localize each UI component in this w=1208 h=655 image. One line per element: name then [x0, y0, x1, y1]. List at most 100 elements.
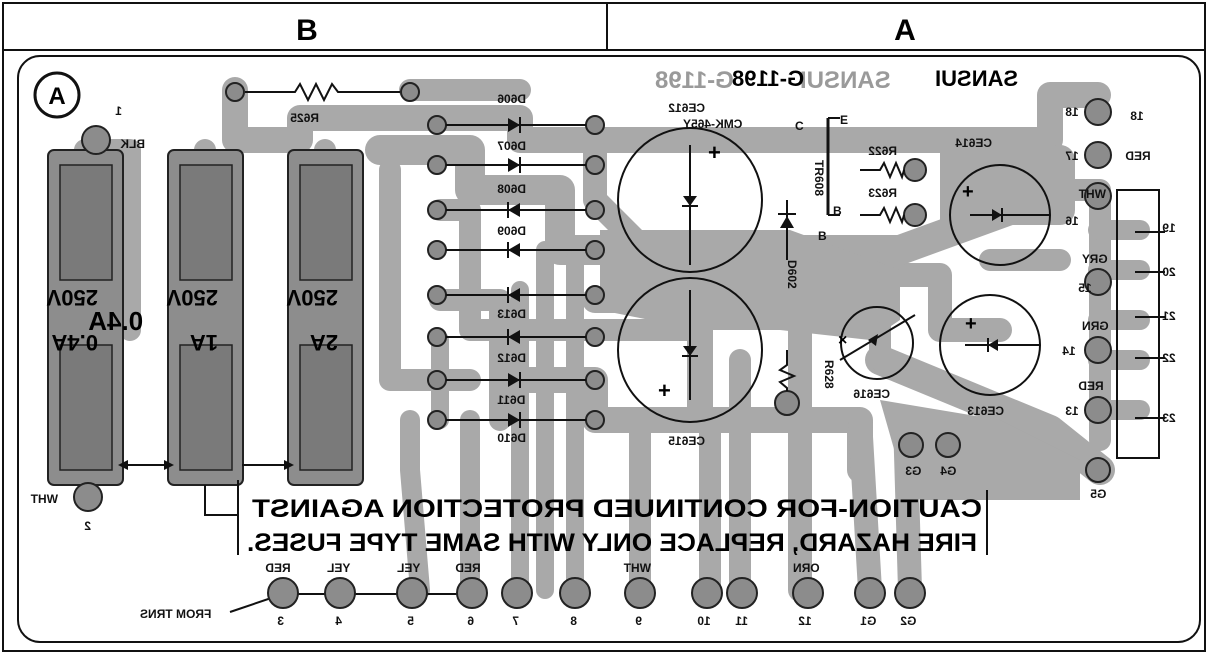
r622-label: R622 — [868, 144, 897, 158]
capacitor-ce613: + CE613 — [939, 294, 1041, 418]
resistor-r628: R628 — [774, 350, 836, 416]
board-outline — [17, 55, 1201, 643]
caution-box: CAUTION-FOR CONTINUED PROTECTION AGAINST… — [237, 490, 988, 557]
bottom-pad-10: 10 — [697, 614, 711, 628]
diode-d613: D613 — [497, 307, 526, 321]
pad-18: 18 — [1065, 105, 1079, 119]
bottom-pad-3-color: RED — [265, 561, 291, 575]
capacitor-ce612: + CE612 — [617, 101, 763, 273]
pad-2-num: 2 — [84, 519, 91, 533]
section-label-a: A — [894, 14, 916, 47]
pad-g4 — [935, 432, 961, 458]
svg-text:+: + — [708, 140, 721, 165]
connector-pin-21: 21 — [1162, 309, 1176, 323]
pad-13: 13 — [1065, 404, 1079, 418]
pad-15-color: GRY — [1082, 252, 1108, 266]
diode-d608: D608 — [497, 182, 526, 196]
pad-1-color: BLK — [120, 137, 145, 151]
r625-label: R625 — [290, 111, 319, 125]
fuse-0-label: 0.4A — [88, 306, 143, 336]
r623-label: R623 — [868, 186, 897, 200]
fuse-0-rating: 250V — [46, 285, 98, 310]
pad-1 — [81, 125, 111, 155]
bottom-pad-5: 5 — [407, 614, 414, 628]
brand-ghost: SANSUI — [800, 67, 891, 94]
pad-g3 — [898, 432, 924, 458]
svg-text:+: + — [658, 378, 671, 403]
tr608-pin-b: B — [833, 204, 842, 218]
pad-13-color: RED — [1078, 379, 1104, 393]
resistor-r625: R625 — [225, 81, 420, 125]
capacitor-ce616: × CE616 — [838, 306, 916, 401]
tr608-base-tag: B — [818, 229, 827, 243]
diode-d607: D607 — [497, 139, 526, 153]
section-label-b: B — [296, 14, 318, 47]
connector-pin-20: 20 — [1162, 265, 1176, 279]
d602-label: D602 — [785, 260, 799, 289]
fuse-2-rating: 250V — [286, 285, 338, 310]
ce613-label: CE613 — [967, 404, 1004, 418]
bottom-pad-12-color: ORN — [793, 561, 820, 575]
brand-name: SANSUI — [935, 66, 1018, 91]
bottom-pad-6: 6 — [467, 614, 474, 628]
pad-14-color: GRN — [1082, 319, 1109, 333]
pad-g4-label: G4 — [940, 464, 956, 478]
tr608-label: TR608 — [812, 160, 826, 196]
caution-line-2: FIRE HAZARD, REPLACE ONLY WITH SAME TYPE… — [247, 529, 977, 557]
bottom-pad-9-color: WHT — [623, 561, 651, 575]
bottom-pads — [229, 577, 926, 613]
board-id-badge — [33, 71, 81, 119]
bottom-pad-4-color: YEL — [327, 561, 350, 575]
right-pads — [1084, 98, 1112, 424]
diode-d612: D612 — [497, 351, 526, 365]
diode-d606: D606 — [497, 92, 526, 106]
connector-pin-19: 19 — [1162, 221, 1176, 235]
from-trns-label: FROM TRNS — [140, 607, 211, 621]
fuse-1-rating: 250V — [166, 285, 218, 310]
ce614-label: CE614 — [955, 136, 992, 150]
caution-line-1: CAUTION-FOR CONTINUED PROTECTION AGAINST — [252, 495, 982, 523]
resistor-r623: R623 — [860, 186, 927, 227]
fuse-2 — [287, 149, 364, 486]
pad-1-num: 1 — [115, 104, 122, 118]
part-number-ghost: G-1198 — [655, 67, 734, 94]
bottom-pad-12: 12 — [798, 614, 812, 628]
pad-g2-label: G2 — [900, 614, 916, 628]
svg-text:+: + — [962, 181, 974, 203]
bottom-pad-6-color: RED — [455, 561, 481, 575]
diode-d610: D610 — [497, 431, 526, 445]
svg-text:×: × — [838, 332, 847, 349]
pad-2 — [73, 482, 103, 512]
bottom-pad-3: 3 — [277, 614, 284, 628]
connector-19-23 — [1116, 189, 1165, 459]
pad-15: 15 — [1078, 281, 1092, 295]
fuse-0: 0.4A — [47, 149, 143, 486]
pad-14: 14 — [1062, 344, 1076, 358]
pad-g5-label: G5 — [1090, 487, 1106, 501]
pad-17: 17 — [1065, 149, 1079, 163]
bottom-pad-5-color: YEL — [397, 561, 420, 575]
ce612-label: CE612 — [668, 101, 705, 115]
fuse-0-label-rot: 0.4A — [51, 330, 98, 355]
pad-18-outer: 18 — [1130, 109, 1144, 123]
r628-label: R628 — [822, 360, 836, 389]
pad-g5 — [1085, 457, 1111, 483]
pad-g1-label: G1 — [860, 614, 876, 628]
pad-17-color: RED — [1125, 149, 1151, 163]
ce615-label: CE615 — [668, 434, 705, 448]
bottom-pad-11: 11 — [735, 614, 748, 628]
board-id-label: A — [48, 83, 65, 110]
copper-pours — [600, 150, 1080, 500]
diode-column — [427, 115, 605, 430]
transistor-tr608: TR608 E C B B — [795, 113, 848, 243]
resistor-r622: R622 — [860, 144, 927, 182]
pad-16-color: WHT — [1078, 187, 1106, 201]
diode-d611: D611 — [497, 393, 525, 407]
bottom-pad-8: 8 — [570, 614, 577, 628]
bottom-pad-7: 7 — [512, 614, 519, 628]
pad-16: 16 — [1065, 214, 1079, 228]
connector-pin-22: 22 — [1162, 351, 1176, 365]
bottom-pad-9: 9 — [635, 614, 642, 628]
